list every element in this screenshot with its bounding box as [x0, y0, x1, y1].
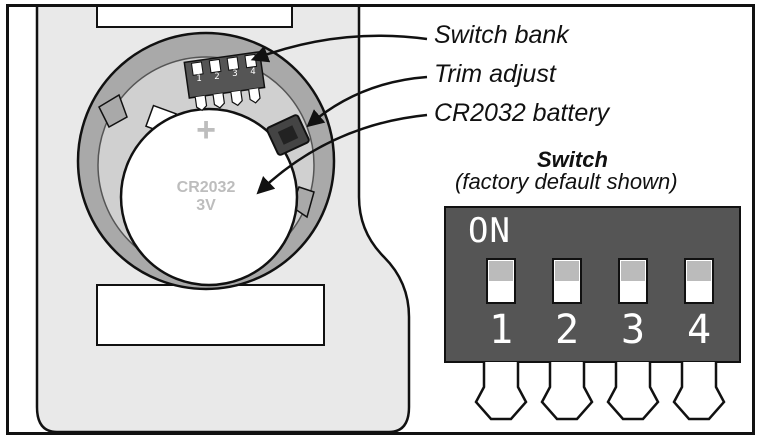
battery-cell	[119, 107, 299, 287]
top-label-slot	[96, 7, 293, 28]
callout-switch-bank: Switch bank	[434, 21, 569, 49]
device-illustration	[35, 7, 741, 432]
battery-polarity: +	[196, 111, 216, 149]
bottom-label-slot	[96, 284, 325, 346]
dip-slot-2	[552, 258, 582, 304]
dip-number-2: 2	[554, 307, 580, 353]
arrow-switch-bank	[250, 34, 428, 63]
retaining-tab	[98, 93, 128, 129]
battery-model: CR2032	[176, 179, 236, 196]
dip-number-4: 4	[686, 307, 712, 353]
arrow-battery	[256, 113, 428, 195]
dip-switch-detail	[444, 206, 741, 421]
dip-slot-4	[684, 258, 714, 304]
diagram-frame: Switch bank Trim adjust CR2032 battery +…	[6, 4, 755, 435]
callout-trim-adjust: Trim adjust	[434, 60, 556, 88]
arrow-trim-adjust	[306, 75, 428, 128]
dip-slot-1	[486, 258, 516, 304]
dip-slot-3	[618, 258, 648, 304]
dip-number-3: 3	[620, 307, 646, 353]
bank-num-3: 3	[232, 69, 238, 79]
trim-pot	[266, 114, 310, 156]
bank-num-2: 2	[214, 72, 220, 82]
bank-num-4: 4	[250, 67, 256, 77]
dip-on-label: ON	[468, 211, 511, 251]
callout-battery: CR2032 battery	[434, 99, 610, 127]
switch-subtitle: (factory default shown)	[455, 169, 678, 194]
switch-title: Switch	[537, 147, 608, 172]
bank-num-1: 1	[196, 74, 202, 84]
battery-voltage: 3V	[196, 197, 216, 214]
dip-number-1: 1	[488, 307, 514, 353]
